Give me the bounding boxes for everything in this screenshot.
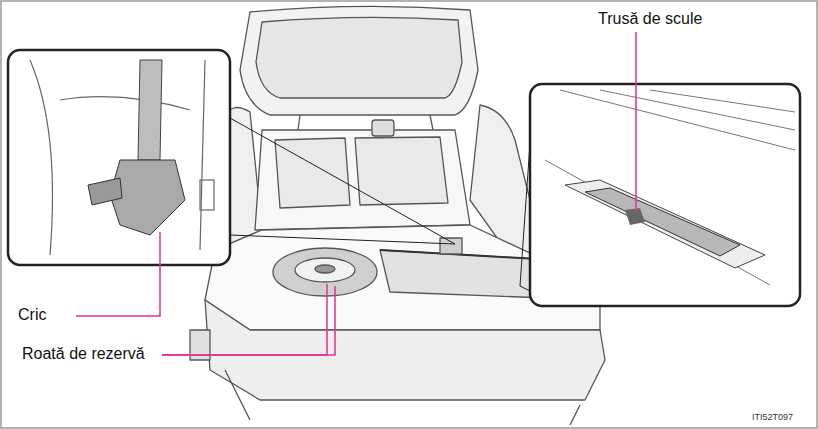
part-label: Trusă de scule (598, 10, 702, 28)
leader-lines (76, 32, 636, 355)
zoom-lines (230, 115, 532, 292)
figure-code: ITI52T097 (752, 412, 793, 422)
jack-inset (8, 50, 230, 265)
part-label: Cric (18, 306, 46, 324)
toolkit-inset (530, 84, 800, 306)
part-label: Roată de rezervă (22, 345, 145, 363)
